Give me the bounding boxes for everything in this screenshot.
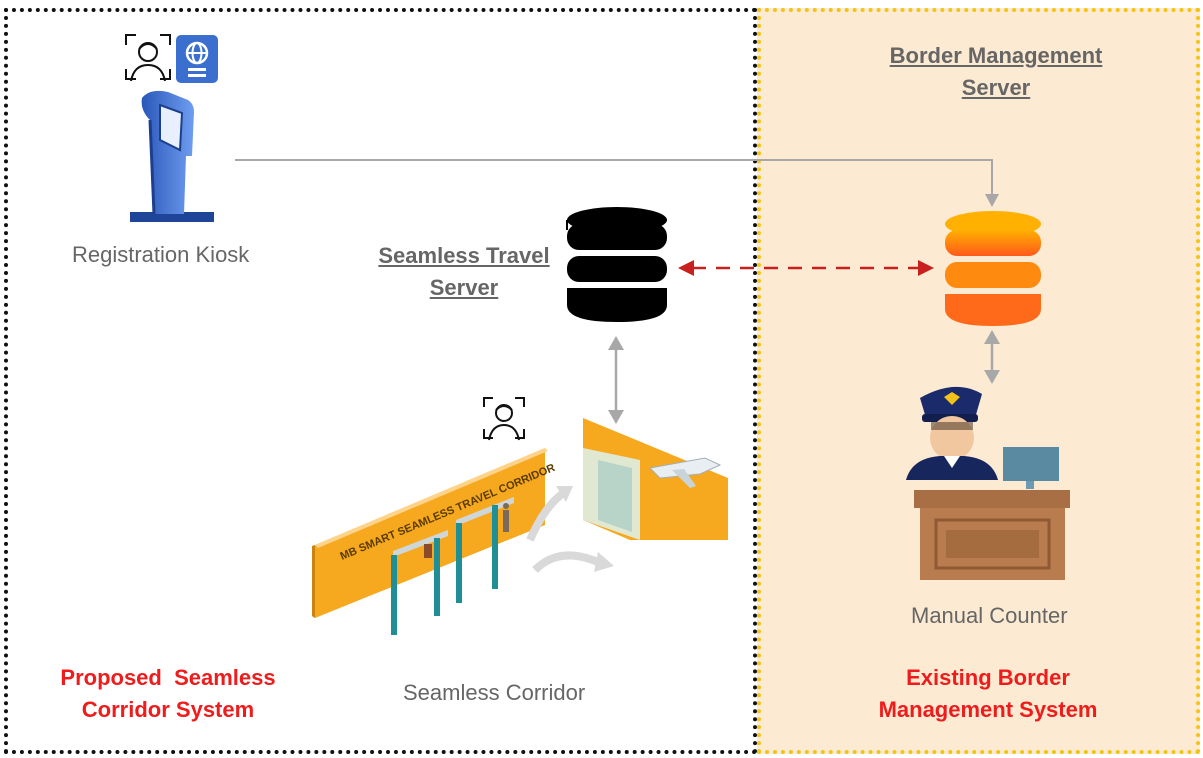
seamless-server-to-corridor-connector bbox=[608, 336, 624, 424]
kiosk-to-border-connector bbox=[235, 159, 999, 207]
existing-system-title: Existing Border Management System bbox=[858, 662, 1118, 726]
gate bbox=[456, 497, 514, 603]
gate bbox=[391, 530, 448, 635]
face-scan-icon bbox=[483, 397, 525, 441]
face-scan-icon bbox=[125, 34, 171, 82]
border-management-server-label-line1: Border Management bbox=[889, 43, 1103, 68]
seamless-travel-server-label-line2: Server bbox=[429, 274, 499, 300]
existing-system-zone bbox=[757, 8, 1200, 754]
border-management-server-label-line2: Server bbox=[961, 74, 1031, 100]
proposed-system-title-line2: Corridor System bbox=[81, 696, 255, 722]
existing-system-title-line2: Management System bbox=[878, 696, 1098, 722]
manual-counter-label: Manual Counter bbox=[911, 603, 1068, 628]
proposed-system-zone bbox=[4, 8, 757, 754]
border-management-server-label: Border Management Server bbox=[872, 40, 1120, 104]
seamless-travel-server-icon bbox=[566, 207, 667, 322]
seamless-corridor-illustration: MB SMART SEAMLESS TRAVEL CORRIDOR bbox=[312, 418, 728, 635]
registration-kiosk-icon bbox=[130, 90, 214, 222]
manual-counter-illustration bbox=[906, 386, 1070, 580]
seamless-travel-server-label: Seamless Travel Server bbox=[364, 240, 564, 304]
border-management-server-icon bbox=[945, 211, 1041, 326]
server-sync-connector bbox=[678, 260, 934, 276]
seamless-travel-server-label-line1: Seamless Travel bbox=[378, 243, 550, 268]
registration-kiosk-label: Registration Kiosk bbox=[72, 242, 250, 267]
existing-system-title-line1: Existing Border bbox=[906, 665, 1070, 690]
proposed-system-title-line1: Proposed Seamless bbox=[60, 665, 276, 690]
passport-icon bbox=[176, 35, 218, 83]
seamless-corridor-label: Seamless Corridor bbox=[403, 680, 586, 705]
proposed-system-title: Proposed Seamless Corridor System bbox=[38, 662, 298, 726]
border-server-to-counter-connector bbox=[984, 330, 1000, 384]
